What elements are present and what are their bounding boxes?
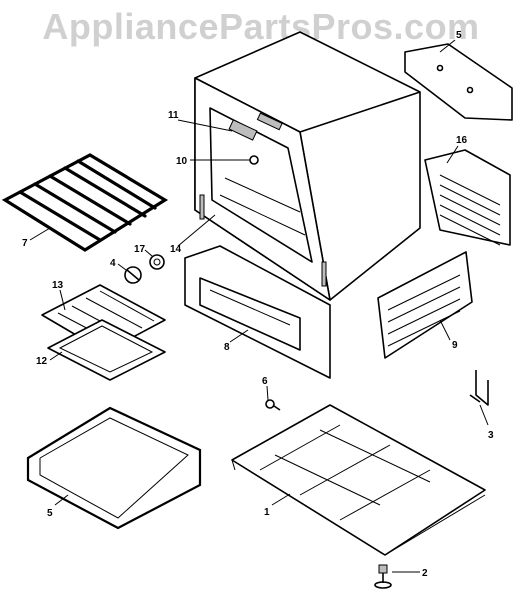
broil-drawer-frame	[26, 406, 202, 530]
callout-6: 6	[262, 376, 268, 387]
callout-13: 13	[52, 280, 64, 291]
callout-17: 17	[134, 244, 146, 255]
callout-8: 8	[224, 342, 230, 353]
callout-14: 14	[170, 244, 182, 255]
callout-16: 16	[456, 135, 468, 146]
side-panel-lower	[377, 251, 473, 359]
rear-vent-panel	[404, 43, 513, 121]
callout-12: 12	[36, 356, 48, 367]
drawer-base	[231, 404, 486, 556]
side-panel-upper	[424, 149, 511, 246]
callout-5-top: 5	[456, 30, 462, 41]
callout-labels: 11 10 14 5 16 9 8 7 4 17 13 12 6 3 5 1 2	[22, 30, 494, 579]
callout-1: 1	[264, 507, 270, 518]
callout-11: 11	[168, 110, 179, 121]
oven-cavity	[194, 31, 421, 301]
screw-6	[265, 399, 281, 411]
callout-3: 3	[488, 430, 494, 441]
watermark: AppliancePartsPros.com	[42, 6, 480, 47]
leveling-leg-2	[374, 564, 392, 589]
callout-4: 4	[110, 258, 116, 269]
drawer-panel	[184, 245, 331, 379]
broiler-pan	[47, 319, 166, 381]
callout-2: 2	[422, 568, 428, 579]
leader-lines	[29, 39, 489, 573]
bracket-3	[469, 370, 489, 406]
callout-7: 7	[22, 238, 28, 249]
knob-4	[124, 266, 142, 284]
knob-17	[149, 254, 165, 270]
callout-9: 9	[452, 340, 458, 351]
oven-rack	[1, 153, 169, 252]
callout-10: 10	[176, 156, 188, 167]
callout-5-bottom: 5	[47, 508, 53, 519]
